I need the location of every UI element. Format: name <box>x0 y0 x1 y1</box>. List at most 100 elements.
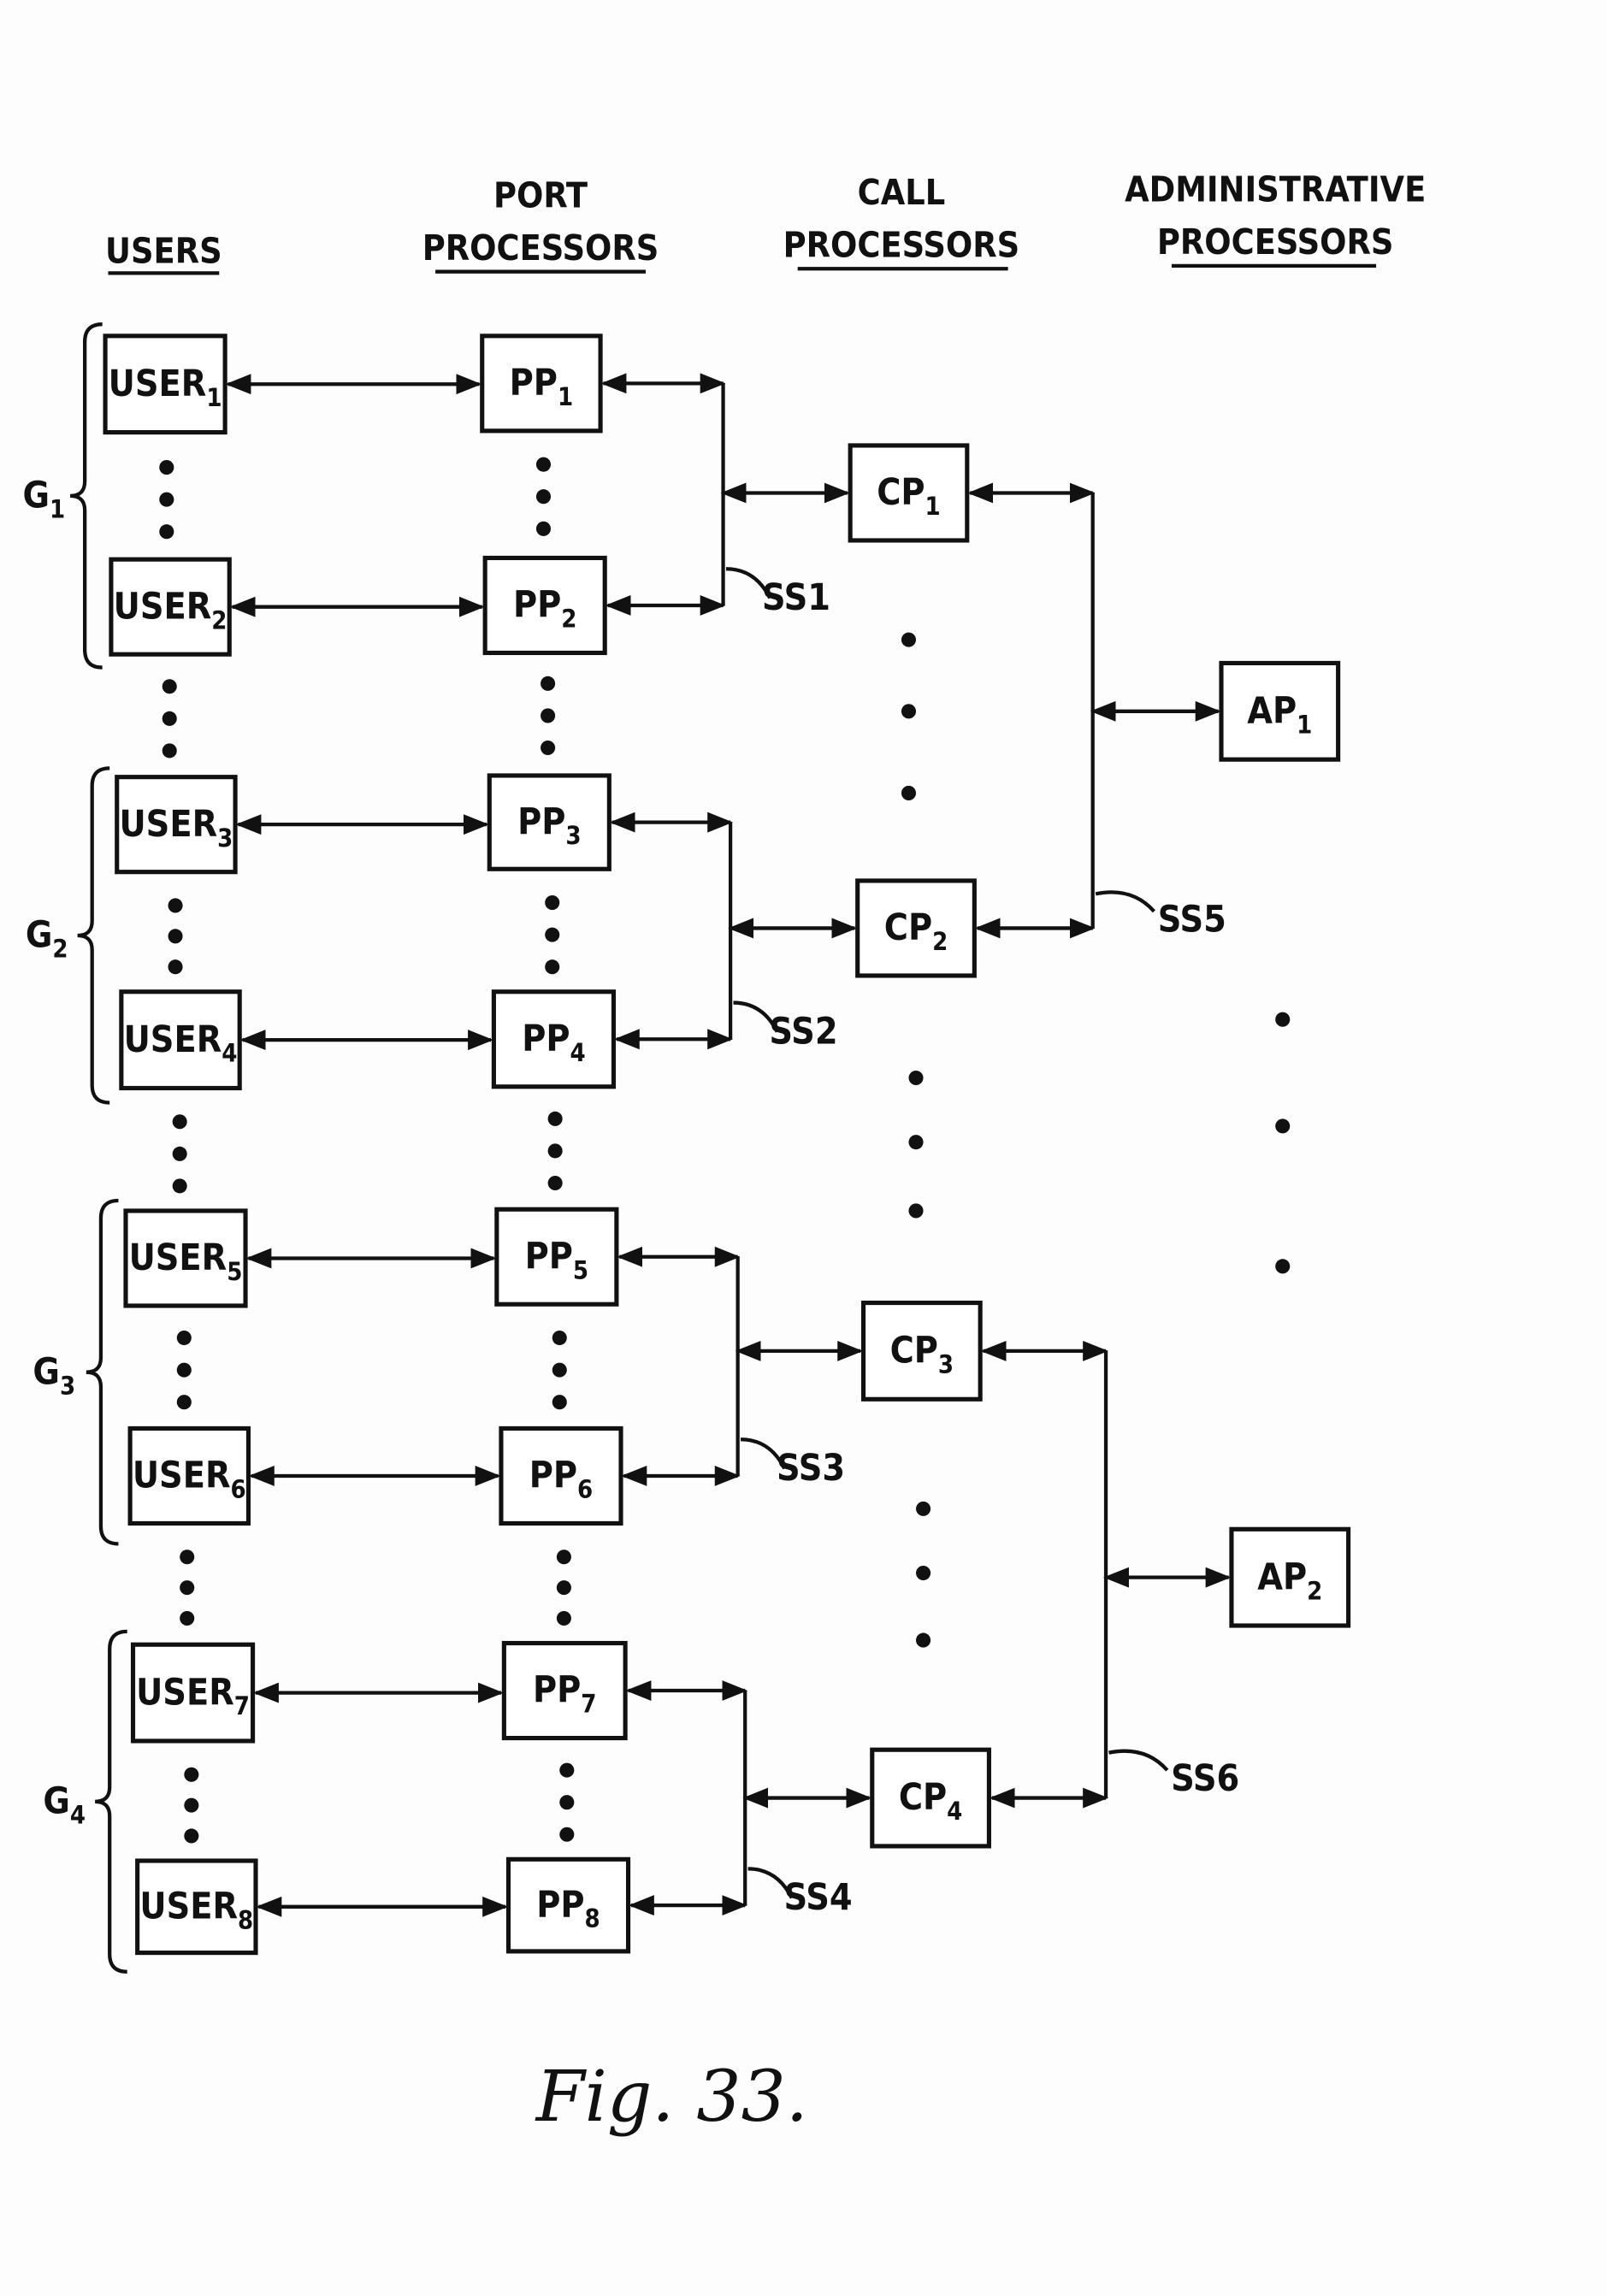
group-label-g4: G4 <box>43 1780 86 1830</box>
user-box-2 <box>109 557 232 657</box>
port-processor-box-6-label-text: PP <box>529 1455 577 1497</box>
group-label-g3-subscript: 3 <box>60 1371 75 1400</box>
ellipsis-dot <box>535 489 552 505</box>
user-box-1-label-subscript: 1 <box>206 383 222 412</box>
admin-processor-box-1-label-subscript: 1 <box>1297 710 1312 739</box>
port-processor-box-6 <box>499 1425 623 1526</box>
port-processor-box-7-label: PP7 <box>533 1669 596 1719</box>
ellipsis-dot <box>535 521 552 536</box>
ellipsis-dot <box>176 1331 192 1346</box>
ellipsis-dot <box>901 785 917 800</box>
call-processor-box-3-label: CP3 <box>890 1330 954 1379</box>
user-box-6-label-text: USER <box>133 1455 231 1497</box>
header-call-line1: CALL <box>858 172 946 213</box>
ellipsis-dot <box>180 1549 195 1565</box>
bus-leader-line <box>725 567 772 599</box>
ellipsis-dot <box>1275 1012 1291 1027</box>
ellipsis-dot <box>545 895 560 911</box>
ellipsis-dot <box>545 927 560 942</box>
port-processor-box-5-label: PP5 <box>525 1235 588 1284</box>
ellipsis-dot <box>172 1146 187 1161</box>
bus-leader-line <box>747 1867 794 1899</box>
ellipsis-dot <box>552 1331 567 1346</box>
user-box-7 <box>130 1642 256 1744</box>
ellipsis-dot <box>547 1175 563 1191</box>
user-box-6-label: USER6 <box>133 1455 246 1504</box>
ellipsis-dot <box>901 632 917 647</box>
call-processor-box-4-label-text: CP <box>899 1776 947 1819</box>
group-label-g4-subscript: 4 <box>70 1800 86 1829</box>
ellipsis-dot <box>162 743 177 758</box>
ellipsis-dot <box>1275 1259 1291 1274</box>
bus-leader-line <box>733 1000 779 1033</box>
user-box-2-label: USER2 <box>114 585 227 634</box>
port-processor-box-3-label: PP3 <box>517 800 581 850</box>
figure-caption: Fig. 33. <box>535 2057 808 2138</box>
ellipsis-dot <box>908 1070 924 1086</box>
user-box-8-label-subscript: 8 <box>238 1905 253 1934</box>
ellipsis-dot <box>908 1135 924 1150</box>
ellipsis-dot <box>559 1795 575 1810</box>
user-box-8 <box>135 1858 258 1956</box>
ellipsis-dot <box>159 524 174 540</box>
bus-leader-line <box>1108 1749 1169 1772</box>
port-processor-box-4 <box>491 989 617 1089</box>
group-label-g2-subscript: 2 <box>52 935 68 964</box>
user-box-8-label: USER8 <box>139 1885 253 1934</box>
bus-label-ss2: SS2 <box>769 1010 837 1053</box>
user-box-8-label-text: USER <box>139 1885 238 1927</box>
ellipsis-dot <box>545 959 560 975</box>
ellipsis-dot <box>184 1797 199 1813</box>
ellipsis-dot <box>541 676 556 691</box>
port-processor-box-6-label-subscript: 6 <box>577 1475 593 1504</box>
call-processor-box-3-label-subscript: 3 <box>938 1350 954 1379</box>
call-processor-box-4 <box>870 1747 991 1849</box>
ellipsis-dot <box>901 704 917 719</box>
user-box-7-label: USER7 <box>136 1671 250 1721</box>
port-processor-box-6-label: PP6 <box>529 1455 593 1504</box>
ellipsis-dot <box>556 1580 571 1596</box>
port-processor-box-3 <box>487 773 611 871</box>
group-brace-g4 <box>95 1629 127 1974</box>
user-box-1-label-text: USER <box>109 363 207 405</box>
bus-label-ss3: SS3 <box>777 1447 845 1490</box>
user-box-5-label-text: USER <box>129 1237 227 1279</box>
ellipsis-dot <box>180 1580 195 1596</box>
user-box-3-label: USER3 <box>119 803 233 853</box>
port-processor-box-8-label-subscript: 8 <box>585 1904 600 1933</box>
ellipsis-dot <box>916 1632 931 1648</box>
call-processor-box-2 <box>855 878 977 978</box>
call-processor-box-2-label: CP2 <box>884 906 948 956</box>
ellipsis-dot <box>168 959 183 975</box>
port-processor-box-7-label-text: PP <box>533 1669 581 1712</box>
ellipsis-dot <box>547 1111 563 1126</box>
user-box-1 <box>103 333 227 435</box>
user-box-3-label-subscript: 3 <box>217 823 233 853</box>
bus-leader-line <box>741 1437 787 1470</box>
port-processor-box-4-label: PP4 <box>522 1018 585 1067</box>
ellipsis-dot <box>552 1395 567 1410</box>
port-processor-box-3-label-text: PP <box>517 800 565 843</box>
user-box-7-label-text: USER <box>136 1671 234 1714</box>
call-processor-box-2-label-text: CP <box>884 906 932 949</box>
header-port-line2: PROCESSORS <box>422 227 659 269</box>
ellipsis-dot <box>168 898 183 913</box>
ellipsis-dot <box>916 1501 931 1516</box>
admin-processor-box-2-label: AP2 <box>1257 1555 1322 1605</box>
bus-leader-line <box>1095 890 1156 913</box>
user-box-1-label: USER1 <box>109 363 222 412</box>
group-label-g2-text: G <box>26 914 53 957</box>
ellipsis-dot <box>172 1114 187 1130</box>
ellipsis-dot <box>176 1362 192 1378</box>
ellipsis-dot <box>552 1362 567 1378</box>
user-box-3-label-text: USER <box>119 803 217 846</box>
ellipsis-dot <box>535 457 552 472</box>
ellipsis-dot <box>162 711 177 726</box>
header-admin-line1: ADMINISTRATIVE <box>1125 169 1426 210</box>
header-port-line1: PORT <box>493 175 588 216</box>
ellipsis-dot <box>172 1178 187 1194</box>
call-processor-box-3-label-text: CP <box>890 1330 938 1372</box>
call-processor-box-2-label-subscript: 2 <box>932 927 948 956</box>
